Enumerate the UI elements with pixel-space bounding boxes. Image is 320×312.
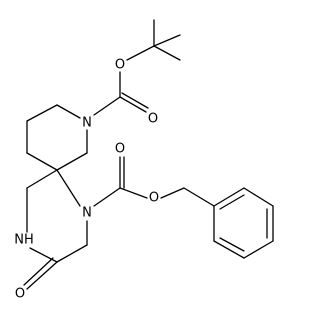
structure-canvas: O O N O O N NH O: [13, 19, 274, 302]
bond-tbu-o: [126, 45, 155, 61]
bond-carbonylc-n: [93, 96, 121, 116]
bond-ch2-phenyl: [183, 187, 215, 207]
mask-o-lactam: [13, 286, 27, 302]
bond-co-double-1: [119, 96, 147, 113]
bond-tbu-methyl-lower: [153, 45, 181, 61]
bond-n-cbz-carbonylc: [93, 187, 121, 207]
atom-o-tbu-ether: O: [115, 58, 125, 73]
bond-lactam-co-2: [23, 257, 54, 286]
mask-nh: [13, 232, 35, 248]
bond-spiro-n-cbz: [56, 169, 81, 207]
bond-carbonyl-ch2: [56, 244, 88, 263]
atom-o-cbz-ether: O: [149, 191, 159, 206]
atom-o-boc-carbonyl: O: [148, 112, 158, 127]
bond-ph-inner-1: [219, 194, 245, 210]
bond-ph-4: [243, 240, 274, 259]
bond-spiro-ch2: [56, 152, 88, 171]
mask-n-cbz: [80, 205, 94, 221]
bond-co-double-2: [121, 92, 149, 109]
bond-o-ch2: [160, 187, 185, 199]
bond-ph-5: [213, 240, 245, 259]
bond-lactam-co-1: [26, 261, 58, 290]
bond-nh-carbonyl: [29, 247, 58, 263]
bond-spiro-ch2-left: [26, 169, 58, 189]
atom-o-cbz-carbonyl: O: [115, 142, 125, 157]
bond-ph-2: [243, 187, 274, 207]
mask-o-tbu: [113, 57, 127, 73]
mask-o-cbz-ether: [147, 190, 161, 206]
atom-n-boc: N: [82, 116, 92, 131]
atom-o-lactam: O: [15, 287, 25, 302]
mask-n-boc: [80, 115, 94, 131]
bond-c8-c9: [26, 104, 58, 122]
chemical-structure: O O N O O N NH O: [13, 19, 274, 302]
bond-ph-1: [213, 187, 245, 207]
bond-cbz-c-o: [119, 187, 148, 199]
bond-n-c8: [56, 104, 81, 119]
phenyl-ring: [213, 187, 274, 259]
bond-c10-spiro: [26, 152, 58, 171]
bond-ph-inner-3: [219, 237, 245, 252]
mask-o-boc: [146, 111, 160, 127]
atom-nh-lactam: NH: [14, 233, 34, 248]
bond-tbu-methyl-right: [153, 34, 181, 47]
mask-o-cbz-carbonyl: [113, 141, 127, 157]
atom-n-cbz: N: [82, 206, 92, 221]
